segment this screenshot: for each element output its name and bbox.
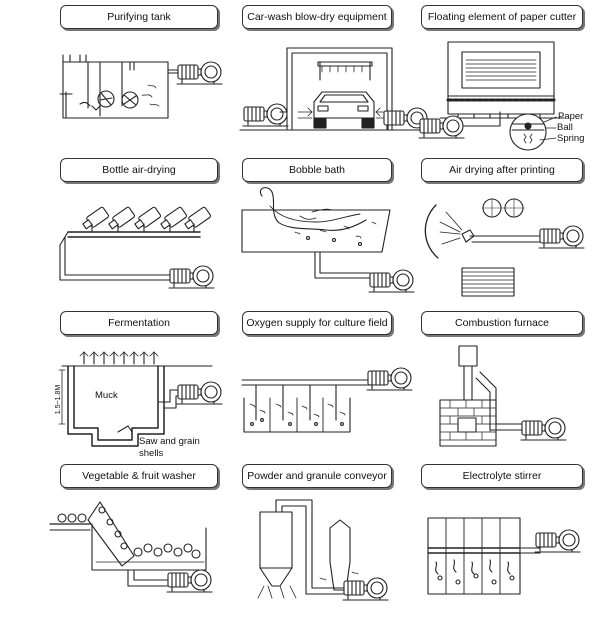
panel-title-powder-conveyor: Powder and granule conveyor bbox=[242, 464, 392, 488]
panel-title-bobble-bath: Bobble bath bbox=[242, 158, 392, 182]
panel-title-fermentation: Fermentation bbox=[60, 311, 218, 335]
vegetable-washer-diagram bbox=[49, 501, 213, 593]
panel-title-purifying-tank: Purifying tank bbox=[60, 5, 218, 29]
bobble-bath-diagram bbox=[241, 187, 415, 293]
note-shells: shells bbox=[139, 448, 164, 459]
bottle-air-drying-diagram bbox=[59, 205, 215, 289]
note-muck: Muck bbox=[95, 390, 118, 401]
combustion-furnace-diagram bbox=[439, 345, 567, 447]
panel-title-oxygen-supply: Oxygen supply for culture field bbox=[242, 311, 392, 335]
panel-title-combustion-furnace: Combustion furnace bbox=[421, 311, 583, 335]
fermentation-diagram bbox=[58, 351, 223, 447]
panel-title-car-wash: Car-wash blow-dry equipment bbox=[242, 5, 392, 29]
note-depth: 1.5~1.8M bbox=[55, 384, 63, 415]
note-ball: Ball bbox=[557, 122, 573, 133]
oxygen-supply-diagram bbox=[241, 367, 413, 433]
panel-title-bottle-air-drying: Bottle air-drying bbox=[60, 158, 218, 182]
note-spring: Spring bbox=[557, 133, 585, 144]
panel-title-air-drying-printing: Air drying after printing bbox=[421, 158, 583, 182]
paper-cutter-diagram bbox=[418, 41, 565, 151]
note-saw-grain: Saw and grain bbox=[139, 436, 200, 447]
panel-title-paper-cutter: Floating element of paper cutter bbox=[421, 5, 583, 29]
powder-conveyor-diagram bbox=[257, 499, 389, 601]
electrolyte-stirrer-diagram bbox=[427, 517, 581, 595]
panel-title-electrolyte-stirrer: Electrolyte stirrer bbox=[421, 464, 583, 488]
printing-dryer-diagram bbox=[424, 198, 585, 297]
purifying-tank-diagram bbox=[59, 54, 223, 119]
car-wash-diagram bbox=[239, 47, 429, 131]
note-paper: Paper bbox=[558, 111, 584, 122]
panel-title-vegetable-washer: Vegetable & fruit washer bbox=[60, 464, 218, 488]
